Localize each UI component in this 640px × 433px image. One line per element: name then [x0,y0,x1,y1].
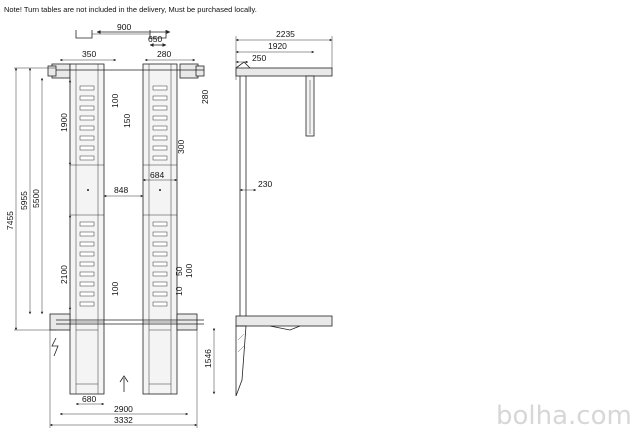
power-lightning-icon [51,337,59,357]
dim-900: 900 [117,22,131,32]
dim-3332: 3332 [114,415,133,425]
dim-684: 684 [150,170,164,180]
dim-150: 150 [122,114,132,128]
dim-848: 848 [114,185,128,195]
dim-280: 280 [157,49,171,59]
left-runway [47,63,105,395]
dim-5500: 5500 [31,189,41,208]
dim-100-left: 100 [110,282,120,296]
bottom-dimensions: 680 2900 3332 [49,330,198,428]
center-dimensions: 100 150 280 300 848 684 50 100 100 10 15… [51,90,216,395]
dim-680: 680 [82,394,96,404]
dim-1900: 1900 [59,113,69,132]
dim-2900: 2900 [114,404,133,414]
dim-650: 650 [148,34,162,44]
drive-direction-arrow-icon [119,375,129,392]
dim-2100: 2100 [59,265,69,284]
left-dimensions: 7455 5955 5500 1900 2100 [5,67,72,331]
right-runway [142,63,205,395]
dim-7455: 7455 [5,211,15,230]
dim-10: 10 [174,286,184,296]
dim-50: 50 [174,266,184,276]
dim-280-vertical: 280 [200,90,210,104]
side-view: 2235 1920 250 230 [235,29,333,397]
watermark-text: bolha.com [496,401,632,431]
dim-100-top: 100 [110,94,120,108]
dim-100-right: 100 [184,264,194,278]
dim-300: 300 [176,140,186,154]
dim-250: 250 [252,53,266,63]
dim-1546: 1546 [203,349,213,368]
delivery-note: Note! Turn tables are not included in th… [4,5,257,14]
dim-2235: 2235 [276,29,295,39]
dim-5955: 5955 [19,191,29,210]
dim-1920: 1920 [268,41,287,51]
dim-230: 230 [258,179,272,189]
top-dimensions: 350 280 [59,49,196,62]
turntable-detail: 900 650 [75,22,171,47]
dim-350: 350 [82,49,96,59]
